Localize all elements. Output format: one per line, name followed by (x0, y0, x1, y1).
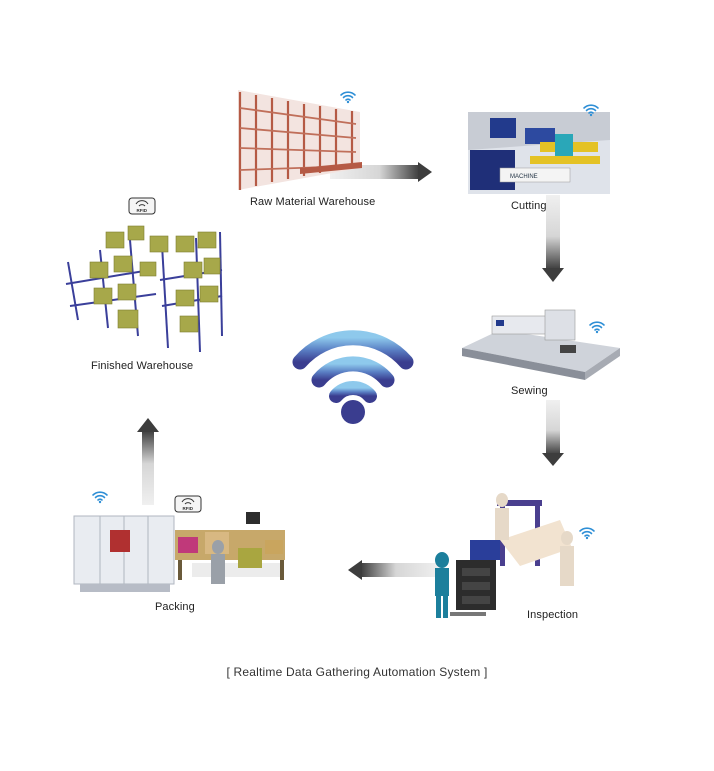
wifi-signal-icon-sewing (589, 321, 605, 335)
diagram-caption: [ Realtime Data Gathering Automation Sys… (226, 665, 488, 679)
wifi-signal-icon-raw (340, 91, 356, 104)
inspection-station-illustration (435, 493, 574, 618)
station-label-cutting: Cutting (511, 200, 547, 212)
station-label-finished-warehouse: Finished Warehouse (91, 360, 194, 372)
rfid-badge-label-packing: RFID (183, 506, 194, 511)
rfid-reader-icon-finished: RFID (128, 197, 156, 215)
station-label-raw-material: Raw Material Warehouse (250, 196, 376, 208)
station-label-inspection: Inspection (527, 609, 579, 621)
wifi-icon (292, 330, 414, 424)
svg-text:MACHINE: MACHINE (510, 174, 538, 180)
line-packing-to-finished (192, 563, 282, 577)
packing-station-illustration (73, 512, 285, 592)
rfid-reader-icon-packing: RFID (174, 495, 202, 513)
sewing-machine-illustration (462, 309, 620, 380)
arrow-cutting-to-sewing (542, 195, 564, 282)
cutting-machine-illustration: MACHINE (468, 112, 610, 194)
raw-material-rack-illustration (238, 90, 362, 190)
wifi-signal-icon-inspection (579, 527, 595, 541)
arrow-sewing-to-inspection (542, 400, 564, 466)
finished-warehouse-illustration (65, 225, 223, 353)
arrow-packing-to-finished (137, 418, 159, 505)
rfid-badge-label-finished: RFID (137, 208, 148, 213)
station-label-sewing: Sewing (511, 385, 548, 397)
arrow-inspection-to-packing (348, 560, 440, 580)
wifi-signal-icon-packing (92, 491, 108, 505)
station-label-packing: Packing (155, 601, 195, 613)
